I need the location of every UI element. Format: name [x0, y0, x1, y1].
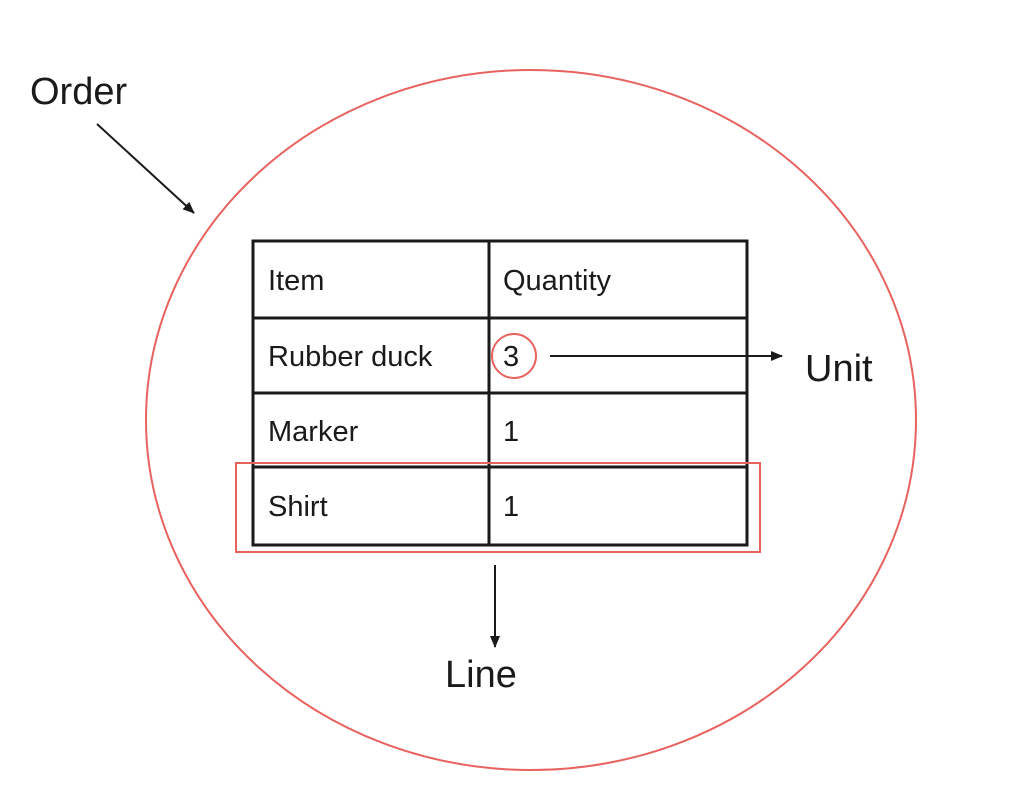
order-table: Item Quantity Rubber duck 3 Marker 1 Shi…	[251, 239, 749, 547]
table-header-quantity: Quantity	[503, 265, 611, 297]
order-ellipse	[145, 69, 917, 771]
unit-highlight-circle	[491, 333, 537, 379]
line-highlight-box	[235, 462, 761, 553]
table-header-item: Item	[268, 265, 324, 297]
order-label: Order	[30, 71, 127, 113]
unit-label: Unit	[805, 348, 873, 390]
table-cell-item: Marker	[268, 416, 359, 448]
table-cell-item: Rubber duck	[268, 341, 433, 373]
order-arrow	[96, 123, 195, 214]
line-label: Line	[445, 654, 517, 696]
table-cell-quantity: 3	[503, 341, 519, 373]
table-cell-quantity: 1	[503, 491, 519, 523]
table-cell-item: Shirt	[268, 491, 328, 523]
table-cell-quantity: 1	[503, 416, 519, 448]
